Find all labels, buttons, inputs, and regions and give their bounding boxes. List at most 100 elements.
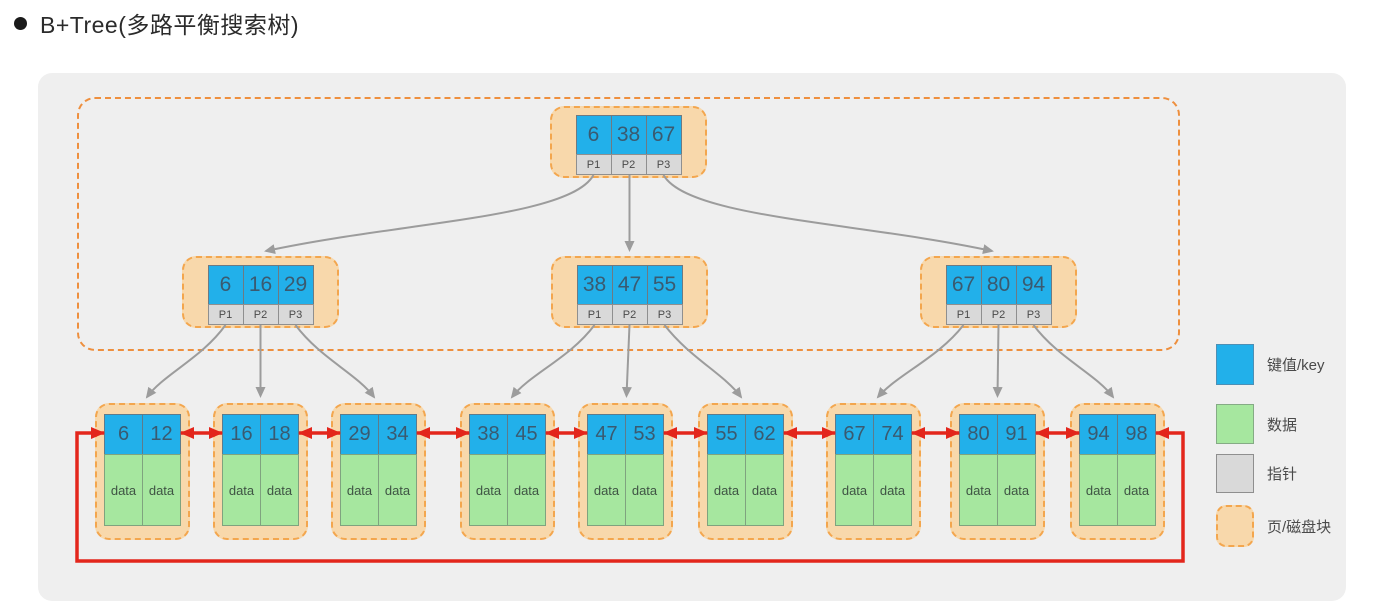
key-cell: 94 xyxy=(1015,265,1052,305)
key-cell: 38 xyxy=(469,414,508,455)
pointer-cell: P2 xyxy=(242,304,279,325)
leaf-column: 38 data xyxy=(469,414,508,538)
leaf-column: 67 data xyxy=(835,414,874,538)
key-cell: 29 xyxy=(277,265,314,305)
key-cell: 55 xyxy=(707,414,746,455)
leaf-column: 45 data xyxy=(507,414,546,538)
key-cell: 91 xyxy=(997,414,1036,455)
pointer-row: P1 P2 P3 xyxy=(945,304,1052,325)
internal-node: 38 47 55 P1 P2 P3 xyxy=(551,256,708,328)
key-cell: 67 xyxy=(835,414,874,455)
data-cell: data xyxy=(104,454,143,526)
data-cell: data xyxy=(222,454,261,526)
key-row: 6 16 29 xyxy=(207,265,314,305)
pointer-cell: P2 xyxy=(611,304,648,325)
legend-label: 数据 xyxy=(1267,416,1298,434)
key-cell: 38 xyxy=(610,115,647,155)
leaf-column: 29 data xyxy=(340,414,379,538)
key-row: 67 80 94 xyxy=(945,265,1052,305)
pointer-cell: P1 xyxy=(945,304,982,325)
root-node: 6 38 67 P1 P2 P3 xyxy=(550,106,707,178)
leaf-node: 67 data 74 data xyxy=(826,403,921,540)
leaf-column: 91 data xyxy=(997,414,1036,538)
internal-table: 38 47 55 P1 P2 P3 xyxy=(576,265,683,325)
leaf-node: 47 data 53 data xyxy=(578,403,673,540)
leaf-node: 55 data 62 data xyxy=(698,403,793,540)
leaf-column: 18 data xyxy=(260,414,299,538)
internal-table: 6 16 29 P1 P2 P3 xyxy=(207,265,314,325)
leaf-column: 34 data xyxy=(378,414,417,538)
key-cell: 45 xyxy=(507,414,546,455)
leaf-column: 6 data xyxy=(104,414,143,538)
key-swatch xyxy=(1216,344,1254,385)
leaf-node: 94 data 98 data xyxy=(1070,403,1165,540)
data-cell: data xyxy=(378,454,417,526)
data-cell: data xyxy=(587,454,626,526)
key-cell: 53 xyxy=(625,414,664,455)
data-cell: data xyxy=(625,454,664,526)
pointer-cell: P1 xyxy=(575,154,612,175)
key-cell: 6 xyxy=(104,414,143,455)
data-cell: data xyxy=(142,454,181,526)
pointer-cell: P3 xyxy=(1015,304,1052,325)
data-cell: data xyxy=(260,454,299,526)
internal-node: 67 80 94 P1 P2 P3 xyxy=(920,256,1077,328)
data-cell: data xyxy=(835,454,874,526)
page-title-row: B+Tree(多路平衡搜索树) xyxy=(14,6,299,40)
legend-label: 页/磁盘块 xyxy=(1267,518,1332,536)
pointer-row: P1 P2 P3 xyxy=(575,154,682,175)
leaf-node: 80 data 91 data xyxy=(950,403,1045,540)
key-cell: 80 xyxy=(959,414,998,455)
leaf-node: 38 data 45 data xyxy=(460,403,555,540)
bullet-icon xyxy=(14,16,27,30)
key-cell: 80 xyxy=(980,265,1017,305)
key-cell: 6 xyxy=(575,115,612,155)
leaf-column: 55 data xyxy=(707,414,746,538)
key-cell: 67 xyxy=(645,115,682,155)
pointer-swatch xyxy=(1216,454,1254,493)
key-row: 6 38 67 xyxy=(575,115,682,155)
key-row: 38 47 55 xyxy=(576,265,683,305)
pointer-cell: P2 xyxy=(610,154,647,175)
key-cell: 16 xyxy=(242,265,279,305)
leaf-column: 53 data xyxy=(625,414,664,538)
legend-item-key: 键值/key xyxy=(1216,344,1325,385)
pointer-cell: P3 xyxy=(277,304,314,325)
leaf-column: 62 data xyxy=(745,414,784,538)
key-cell: 98 xyxy=(1117,414,1156,455)
key-cell: 29 xyxy=(340,414,379,455)
data-cell: data xyxy=(707,454,746,526)
leaf-column: 12 data xyxy=(142,414,181,538)
key-cell: 16 xyxy=(222,414,261,455)
leaf-column: 94 data xyxy=(1079,414,1118,538)
key-cell: 34 xyxy=(378,414,417,455)
key-cell: 62 xyxy=(745,414,784,455)
leaf-node: 6 data 12 data xyxy=(95,403,190,540)
data-cell: data xyxy=(959,454,998,526)
page-title: B+Tree(多路平衡搜索树) xyxy=(40,12,300,38)
legend-item-page: 页/磁盘块 xyxy=(1216,505,1331,547)
key-cell: 47 xyxy=(611,265,648,305)
leaf-column: 47 data xyxy=(587,414,626,538)
data-swatch xyxy=(1216,404,1254,444)
data-cell: data xyxy=(340,454,379,526)
data-cell: data xyxy=(997,454,1036,526)
legend-item-pointer: 指针 xyxy=(1216,454,1297,493)
page-swatch xyxy=(1216,505,1254,547)
key-cell: 67 xyxy=(945,265,982,305)
pointer-cell: P3 xyxy=(645,154,682,175)
pointer-cell: P1 xyxy=(576,304,613,325)
key-cell: 47 xyxy=(587,414,626,455)
data-cell: data xyxy=(745,454,784,526)
key-cell: 38 xyxy=(576,265,613,305)
key-cell: 94 xyxy=(1079,414,1118,455)
pointer-cell: P3 xyxy=(646,304,683,325)
data-cell: data xyxy=(507,454,546,526)
internal-node: 6 16 29 P1 P2 P3 xyxy=(182,256,339,328)
key-cell: 12 xyxy=(142,414,181,455)
data-cell: data xyxy=(1079,454,1118,526)
pointer-cell: P1 xyxy=(207,304,244,325)
leaf-column: 74 data xyxy=(873,414,912,538)
leaf-column: 80 data xyxy=(959,414,998,538)
